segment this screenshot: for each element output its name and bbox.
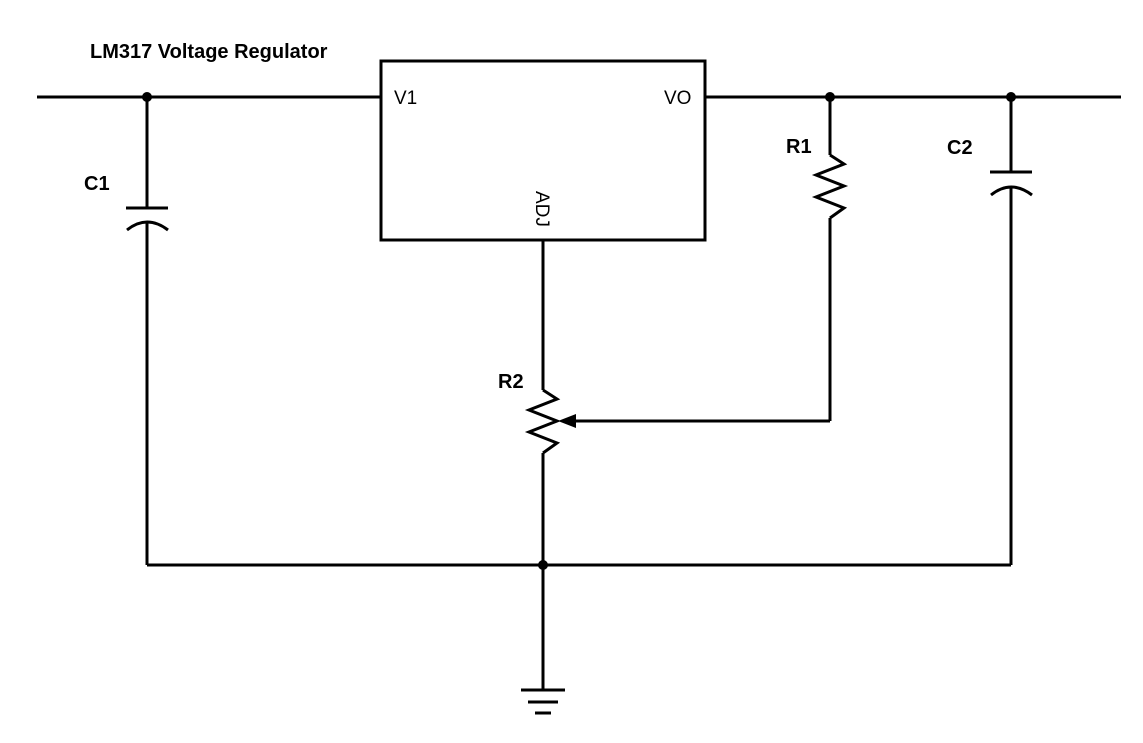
capacitor-c1: C1 — [84, 97, 169, 565]
lm317-regulator: V1 VO ADJ — [379, 59, 707, 242]
label-r1: R1 — [786, 136, 812, 158]
label-c1: C1 — [84, 173, 110, 195]
pin-label-vo: VO — [664, 88, 691, 109]
pin-label-v1: V1 — [394, 88, 417, 109]
wiper-arrow — [558, 414, 576, 428]
junction-dots — [142, 92, 1016, 570]
ground-symbol — [521, 688, 565, 715]
label-c2: C2 — [947, 137, 973, 159]
potentiometer-r2: R2 — [498, 240, 576, 690]
diagram-title: LM317 Voltage Regulator — [90, 41, 328, 63]
capacitor-c2: C2 — [947, 97, 1033, 565]
resistor-r1: R1 — [573, 97, 849, 423]
junction-dot-c2 — [1006, 92, 1016, 102]
junction-dot-c1 — [142, 92, 152, 102]
label-r2: R2 — [498, 371, 524, 393]
junction-dot-r1 — [825, 92, 835, 102]
junction-dot-ground — [538, 560, 548, 570]
pin-label-adj: ADJ — [531, 191, 552, 227]
